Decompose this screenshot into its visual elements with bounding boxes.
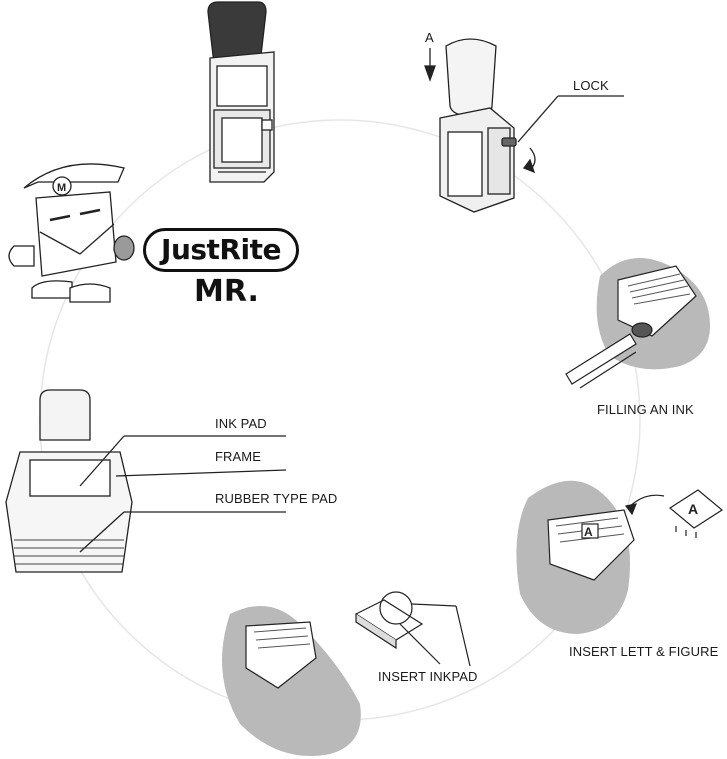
rubber-type-pad-label: RUBBER TYPE PAD (215, 491, 338, 506)
cap-letter: M (57, 182, 66, 194)
lock-label: LOCK (573, 78, 609, 93)
insert-inkpad-label: INSERT INKPAD (378, 669, 478, 684)
model-name: MR. (194, 274, 259, 309)
filling-ink-illustration (565, 258, 710, 389)
type-letter: A (584, 525, 593, 539)
stamp-overview-illustration (207, 1, 275, 183)
frame-label: FRAME (215, 449, 261, 464)
lock-step-illustration (424, 38, 624, 213)
insert-letter-label: INSERT LETT & FIGURE (569, 644, 719, 659)
type-piece-letter: A (688, 501, 698, 517)
ink-pad-label: INK PAD (215, 416, 267, 431)
brand-logo: JustRite (143, 228, 299, 272)
insert-letter-illustration (516, 480, 724, 634)
arrow-a-label: A (425, 30, 434, 45)
cycle-guide-circle (39, 119, 641, 721)
insert-inkpad-illustration (222, 591, 471, 756)
mascot-illustration (8, 163, 135, 303)
stamp-parts-illustration (5, 389, 287, 573)
filling-ink-label: FILLING AN INK (597, 402, 694, 417)
